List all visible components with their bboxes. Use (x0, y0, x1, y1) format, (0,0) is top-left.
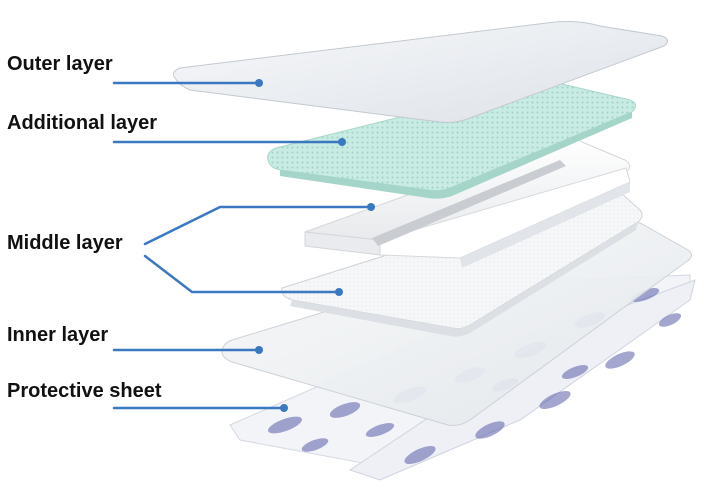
anchor-additional (338, 138, 346, 146)
anchor-middle-upper (367, 203, 375, 211)
inner-layer-label: Inner layer (7, 325, 108, 345)
outer-layer-label: Outer layer (7, 54, 113, 74)
protective-sheet-label: Protective sheet (7, 381, 162, 401)
anchor-protective (280, 404, 288, 412)
middle-layer-label: Middle layer (7, 233, 123, 253)
anchor-middle-lower (335, 288, 343, 296)
anchor-outer (255, 79, 263, 87)
anchor-inner (255, 346, 263, 354)
additional-layer-label: Additional layer (7, 113, 157, 133)
